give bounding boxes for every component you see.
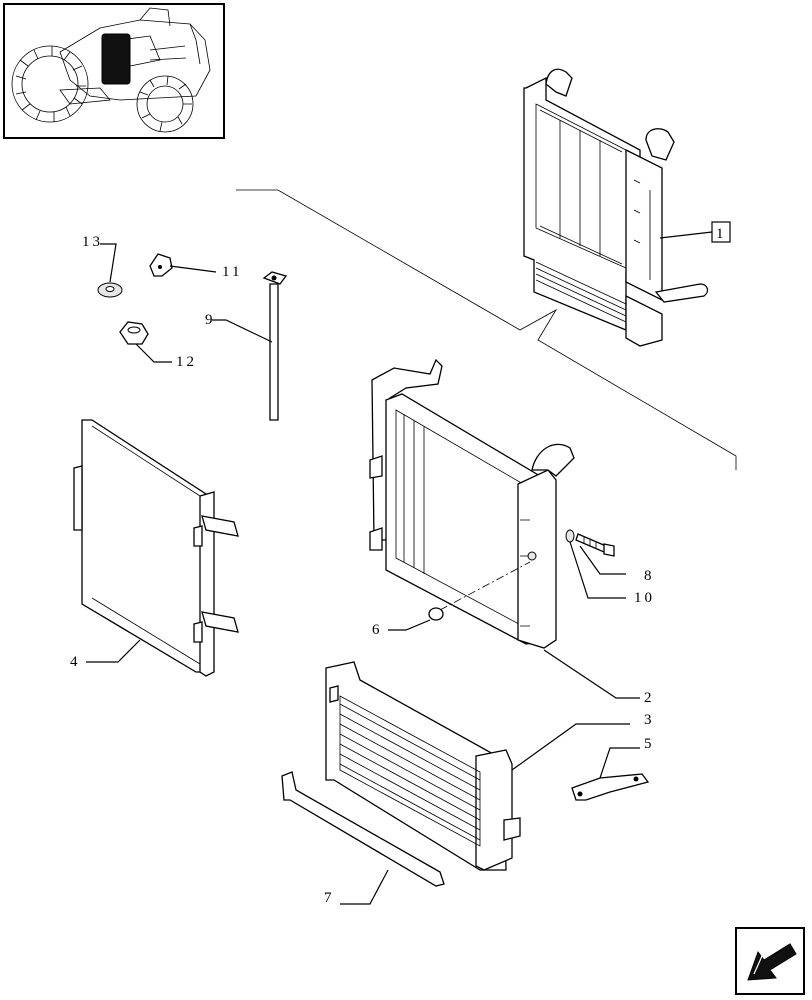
callout-label-1: 1 <box>716 226 727 242</box>
part-3-oil-cooler: 3 <box>325 661 655 871</box>
part-2-radiator: 2 <box>369 358 655 706</box>
callout-label-10: 10 <box>634 590 655 606</box>
alignment-line <box>439 561 531 611</box>
callout-label-11: 11 <box>222 264 242 280</box>
callout-label-7: 7 <box>324 890 335 906</box>
part-11-clip: 11 <box>149 253 242 280</box>
assembled-radiator-pack <box>523 68 709 347</box>
callout-label-12: 12 <box>176 354 197 370</box>
part-6-plug: 6 <box>372 607 444 638</box>
part-9-rod: 9 <box>205 271 288 421</box>
part-4-condenser: 4 <box>70 419 239 677</box>
part-13-washer: 13 <box>82 234 123 298</box>
next-page-arrow-icon[interactable] <box>735 927 805 995</box>
tractor-location-thumbnail[interactable] <box>3 3 225 139</box>
callout-label-2: 2 <box>644 690 655 706</box>
part-12-nut: 12 <box>119 321 197 370</box>
part-5-bracket: 5 <box>571 736 655 801</box>
callout-label-4: 4 <box>70 654 81 670</box>
callout-label-13: 13 <box>82 234 103 250</box>
highlighted-cooler-block <box>101 33 131 85</box>
tractor-sketch <box>11 7 211 133</box>
reference-leader-lines <box>236 189 737 470</box>
callout-label-6: 6 <box>372 622 383 638</box>
ref-callout-1: 1 <box>659 221 731 243</box>
part-8-bolt: 8 <box>575 533 655 584</box>
part-10-washer: 10 <box>565 529 655 606</box>
callout-label-8: 8 <box>644 568 655 584</box>
reference-box <box>711 221 731 243</box>
callout-label-3: 3 <box>644 712 655 728</box>
callout-label-5: 5 <box>644 736 655 752</box>
part-7-support-bar: 7 <box>281 771 445 906</box>
callout-label-9: 9 <box>205 312 216 328</box>
